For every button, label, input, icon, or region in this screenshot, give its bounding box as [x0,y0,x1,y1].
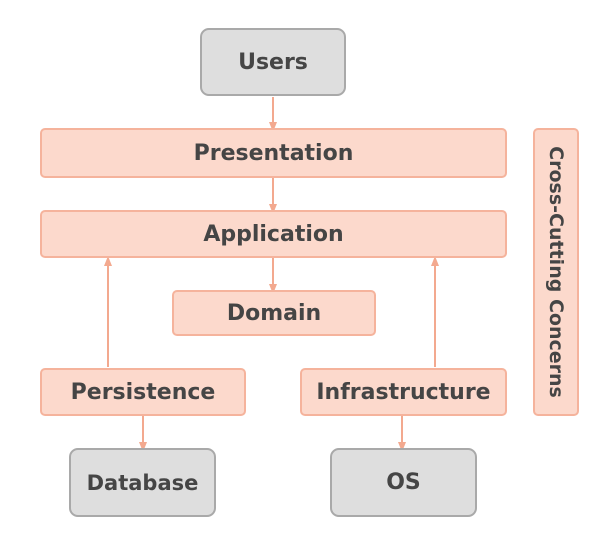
infrastructure-layer: Infrastructure [300,368,507,416]
domain-layer: Domain [172,290,376,336]
cross-cutting-concerns-bar: Cross-Cutting Concerns [533,128,579,416]
persistence-layer: Persistence [40,368,246,416]
cross-cutting-concerns-label: Cross-Cutting Concerns [545,146,567,398]
os-box: OS [330,448,477,517]
users-box: Users [200,28,346,96]
application-layer: Application [40,210,507,258]
database-box: Database [69,448,216,517]
presentation-layer: Presentation [40,128,507,178]
